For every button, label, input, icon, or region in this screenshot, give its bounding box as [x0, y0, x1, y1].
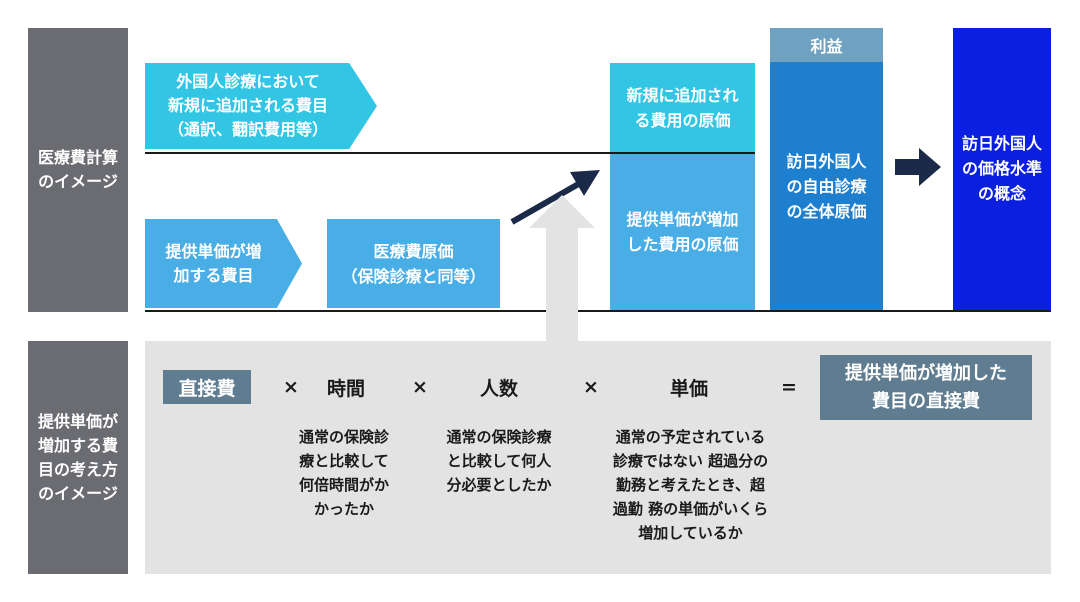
term-unit-price: 単価 — [669, 377, 708, 400]
note-unit-price: 通常の予定されている 診療ではない 超過分の 勤務と考えたとき、超 過勤 務の単… — [612, 428, 769, 542]
upper-divider-line — [145, 152, 755, 154]
result-direct-cost-tag: 提供単価が増加した 費目の直接費 — [820, 355, 1032, 420]
note-people: 通常の保険診療 と比較して何人 分必要としたか — [446, 428, 552, 494]
times-symbol-2: × — [412, 376, 428, 398]
side-label-cost-calculation: 医療費計算 のイメージ — [28, 28, 128, 312]
diagonal-arrow-icon — [510, 170, 600, 225]
note-time: 通常の保険診 療と比較して 何倍時間がか かったか — [298, 428, 389, 518]
times-symbol-3: × — [583, 376, 599, 398]
price-level-column: 訪日外国人 の価格水準 の概念 — [953, 28, 1051, 310]
side-label-unit-price-concept: 提供単価が 増加する費 目の考え方 のイメージ — [28, 341, 128, 574]
total-cost-column: 訪日外国人 の自由診療 の全体原価 — [770, 62, 883, 310]
profit-label: 利益 — [770, 28, 883, 62]
up-arrow-icon — [529, 195, 595, 343]
stack-increase-cost: 提供単価が増加 した費用の原価 — [610, 154, 755, 310]
arrow-increased-unit-items: 提供単価が増 加する費目 — [145, 219, 302, 308]
equals-symbol: = — [781, 376, 797, 398]
term-time: 時間 — [326, 377, 365, 400]
right-arrow-icon — [895, 148, 941, 186]
baseline — [145, 310, 1051, 312]
direct-cost-tag: 直接費 — [163, 370, 251, 404]
times-symbol-1: × — [283, 376, 299, 398]
arrow-new-cost-items: 外国人診療において 新規に追加される費目 （通訳、翻訳費用等） — [145, 63, 377, 149]
medical-cost-box: 医療費原価 （保険診療と同等） — [327, 219, 500, 308]
term-people: 人数 — [479, 377, 518, 400]
stack-new-cost: 新規に追加され る費用の原価 — [610, 63, 755, 152]
